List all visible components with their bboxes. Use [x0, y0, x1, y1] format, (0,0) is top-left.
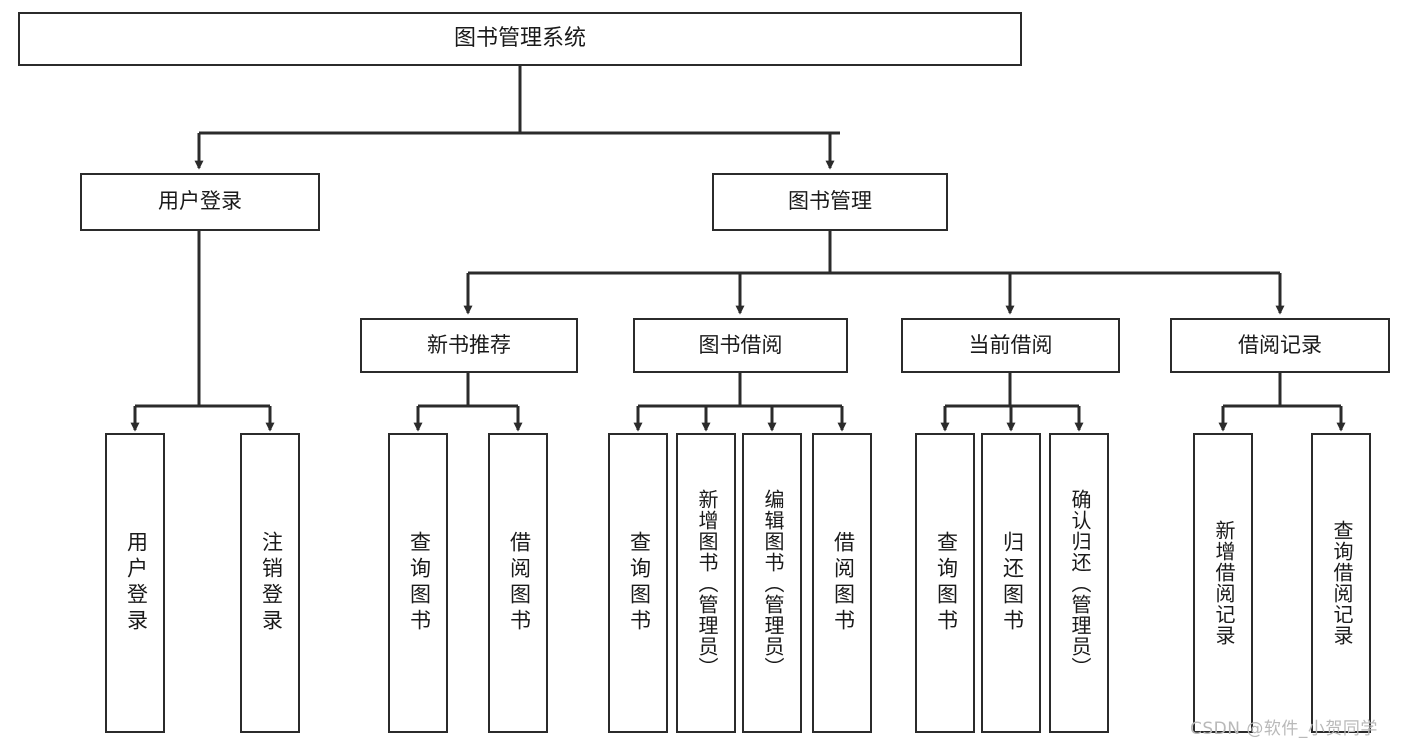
node-leaf-logout-login[interactable]: 注销登录	[240, 433, 300, 733]
node-leaf-return-book-label: 归还图书	[1000, 531, 1025, 635]
node-leaf-confirm-return-admin[interactable]: 确认归还（管理员）	[1049, 433, 1109, 733]
node-book-manage-label: 图书管理	[788, 189, 872, 214]
node-leaf-borrow-book-1[interactable]: 借阅图书	[488, 433, 548, 733]
node-leaf-return-book[interactable]: 归还图书	[981, 433, 1041, 733]
node-leaf-add-book-admin[interactable]: 新增图书（管理员）	[676, 433, 736, 733]
node-book-manage[interactable]: 图书管理	[712, 173, 948, 231]
node-leaf-query-book-3[interactable]: 查询图书	[915, 433, 975, 733]
node-user-login[interactable]: 用户登录	[80, 173, 320, 231]
node-leaf-borrow-book-2-label: 借阅图书	[831, 531, 856, 635]
node-root[interactable]: 图书管理系统	[18, 12, 1022, 66]
node-leaf-query-book-1[interactable]: 查询图书	[388, 433, 448, 733]
node-current-borrow[interactable]: 当前借阅	[901, 318, 1120, 373]
node-new-book-rec[interactable]: 新书推荐	[360, 318, 578, 373]
node-leaf-query-book-2-label: 查询图书	[627, 531, 652, 635]
node-leaf-add-borrow-record[interactable]: 新增借阅记录	[1193, 433, 1253, 733]
node-leaf-add-book-admin-label: 新增图书（管理员）	[695, 488, 719, 678]
node-leaf-edit-book-admin[interactable]: 编辑图书（管理员）	[742, 433, 802, 733]
node-leaf-borrow-book-2[interactable]: 借阅图书	[812, 433, 872, 733]
node-book-borrow[interactable]: 图书借阅	[633, 318, 848, 373]
node-leaf-user-login[interactable]: 用户登录	[105, 433, 165, 733]
node-leaf-user-login-label: 用户登录	[124, 531, 149, 635]
node-leaf-query-book-3-label: 查询图书	[934, 531, 959, 635]
node-user-login-label: 用户登录	[158, 189, 242, 214]
node-root-label: 图书管理系统	[453, 25, 586, 51]
node-leaf-query-borrow-record[interactable]: 查询借阅记录	[1311, 433, 1371, 733]
node-leaf-borrow-book-1-label: 借阅图书	[507, 531, 532, 635]
node-leaf-query-book-1-label: 查询图书	[407, 531, 432, 635]
node-leaf-add-borrow-record-label: 新增借阅记录	[1212, 520, 1236, 646]
node-book-borrow-label: 图书借阅	[698, 332, 783, 357]
node-leaf-logout-login-label: 注销登录	[259, 531, 284, 635]
watermark: CSDN @软件_小贺同学	[1190, 719, 1378, 739]
node-borrow-record[interactable]: 借阅记录	[1170, 318, 1390, 373]
node-current-borrow-label: 当前借阅	[968, 332, 1053, 357]
node-leaf-query-borrow-record-label: 查询借阅记录	[1330, 520, 1354, 646]
node-new-book-rec-label: 新书推荐	[427, 332, 511, 357]
node-leaf-query-book-2[interactable]: 查询图书	[608, 433, 668, 733]
node-leaf-edit-book-admin-label: 编辑图书（管理员）	[761, 488, 785, 678]
node-borrow-record-label: 借阅记录	[1238, 332, 1322, 357]
node-leaf-confirm-return-admin-label: 确认归还（管理员）	[1068, 488, 1092, 678]
